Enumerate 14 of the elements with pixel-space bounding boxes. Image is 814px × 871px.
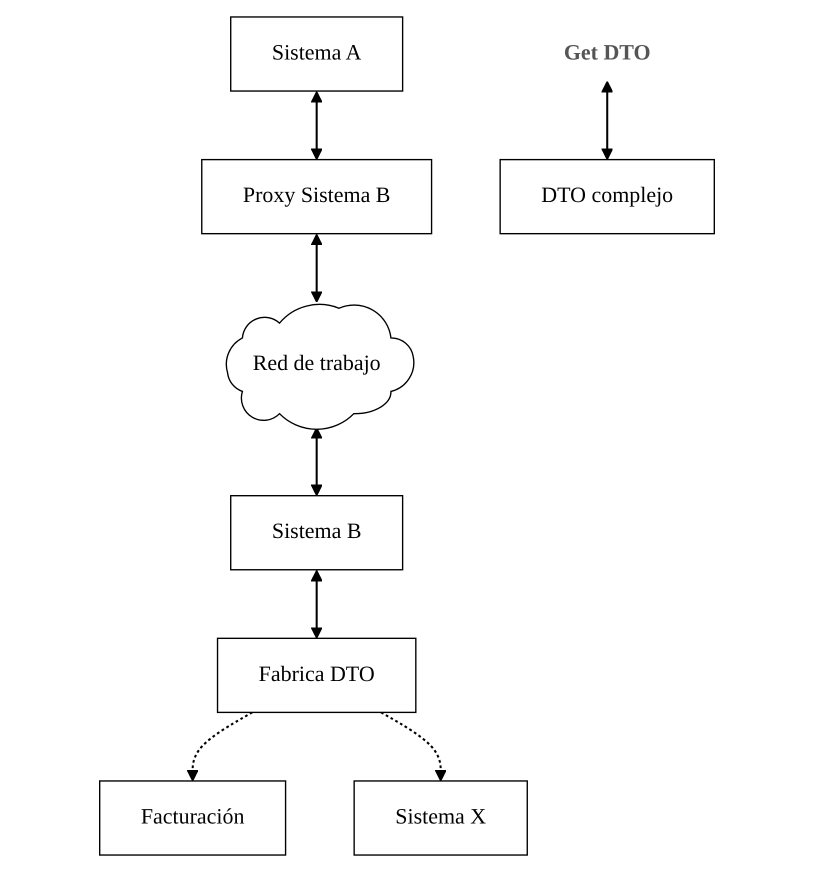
node-text: Get DTO xyxy=(564,41,651,64)
node-box: Sistema X xyxy=(353,780,528,856)
arrow xyxy=(380,711,447,782)
node-box: Fabrica DTO xyxy=(216,637,416,713)
node-box: Proxy Sistema B xyxy=(201,158,432,234)
arrow xyxy=(310,569,323,638)
node-box: Sistema B xyxy=(230,494,404,570)
arrow xyxy=(310,233,323,302)
node-box: Sistema A xyxy=(230,16,404,92)
arrow xyxy=(601,80,614,160)
arrow xyxy=(310,90,323,160)
node-box: Facturación xyxy=(99,780,286,856)
arrow xyxy=(186,711,253,782)
node-box: DTO complejo xyxy=(499,158,715,234)
